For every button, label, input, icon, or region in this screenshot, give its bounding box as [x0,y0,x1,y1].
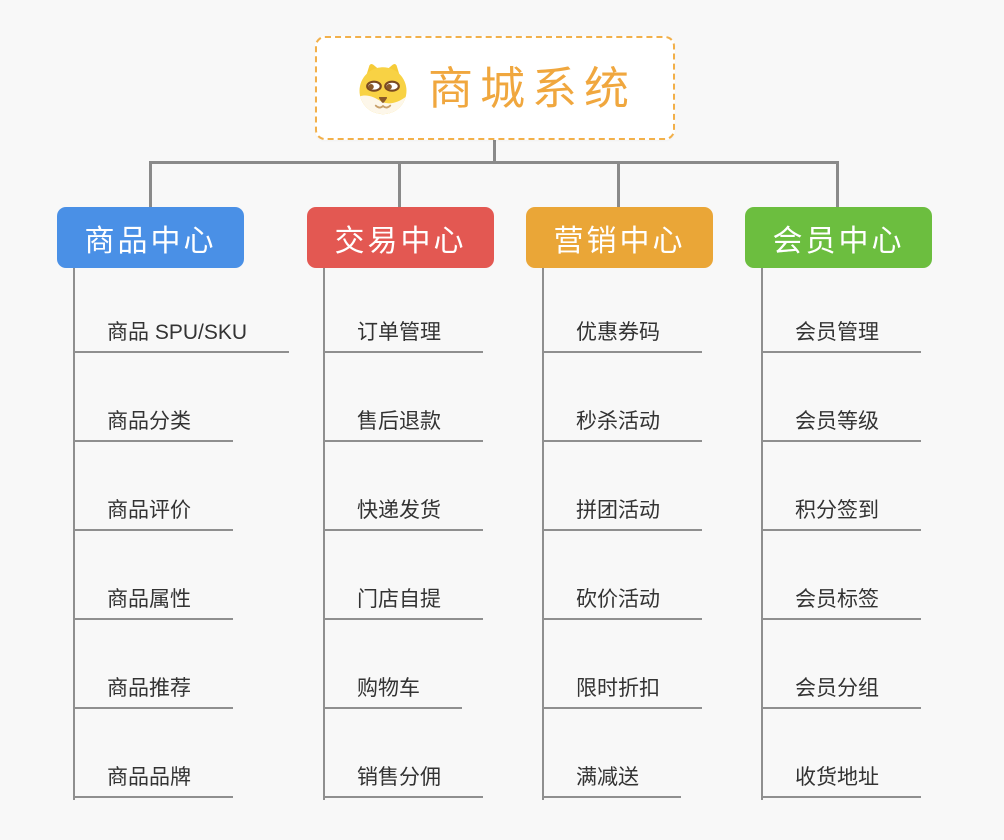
connector-drop-trade [398,161,401,208]
branch-label: 交易中心 [334,224,467,258]
branch-label: 商品中心 [84,224,217,258]
child-node[interactable]: 商品属性 [73,531,303,620]
shiba-dog-icon [354,60,412,116]
child-node[interactable]: 优惠券码 [542,264,772,353]
child-connector-line [542,268,544,800]
child-label: 售后退款 [323,409,483,442]
child-connector-line [761,268,763,800]
child-label: 会员标签 [761,587,921,620]
child-node[interactable]: 商品推荐 [73,620,303,709]
child-node[interactable]: 快递发货 [323,442,553,531]
child-label: 秒杀活动 [542,409,702,442]
child-label: 积分签到 [761,498,921,531]
branch-node-member-center[interactable]: 会员中心 [745,207,932,268]
child-label: 会员分组 [761,676,921,709]
child-label: 商品品牌 [73,765,233,798]
child-node[interactable]: 销售分佣 [323,709,553,798]
child-connector-line [323,268,325,800]
child-label: 购物车 [323,676,462,709]
child-label: 拼团活动 [542,498,702,531]
child-node[interactable]: 会员分组 [761,620,991,709]
child-node[interactable]: 积分签到 [761,442,991,531]
child-node[interactable]: 订单管理 [323,264,553,353]
root-node[interactable]: 商城系统 [315,36,675,140]
child-node[interactable]: 门店自提 [323,531,553,620]
connector-drop-product [149,161,152,208]
child-node[interactable]: 售后退款 [323,353,553,442]
child-label: 商品 SPU/SKU [73,320,290,353]
child-node[interactable]: 购物车 [323,620,553,709]
child-node[interactable]: 会员等级 [761,353,991,442]
child-label: 砍价活动 [542,587,702,620]
branch-node-trade-center[interactable]: 交易中心 [307,207,494,268]
child-node[interactable]: 商品 SPU/SKU [73,264,303,353]
connector-drop-marketing [617,161,620,208]
child-connector-line [73,268,75,800]
child-label: 商品属性 [73,587,233,620]
connector-bus [149,161,839,164]
branch-node-product-center[interactable]: 商品中心 [57,207,244,268]
children-column-member: 会员管理 会员等级 积分签到 会员标签 会员分组 收货地址 [761,264,991,800]
child-label: 门店自提 [323,587,483,620]
child-label: 商品推荐 [73,676,233,709]
children-column-trade: 订单管理 售后退款 快递发货 门店自提 购物车 销售分佣 [323,264,553,800]
root-title: 商城系统 [427,62,636,114]
child-node[interactable]: 限时折扣 [542,620,772,709]
child-label: 限时折扣 [542,676,702,709]
child-node[interactable]: 满减送 [542,709,772,798]
child-label: 销售分佣 [323,765,483,798]
child-node[interactable]: 会员标签 [761,531,991,620]
child-label: 会员等级 [761,409,921,442]
child-node[interactable]: 收货地址 [761,709,991,798]
child-node[interactable]: 商品评价 [73,442,303,531]
child-label: 订单管理 [323,320,483,353]
children-column-marketing: 优惠券码 秒杀活动 拼团活动 砍价活动 限时折扣 满减送 [542,264,772,800]
child-label: 商品分类 [73,409,233,442]
child-node[interactable]: 拼团活动 [542,442,772,531]
child-label: 满减送 [542,765,681,798]
branch-label: 会员中心 [772,224,905,258]
child-label: 优惠券码 [542,320,702,353]
children-column-product: 商品 SPU/SKU 商品分类 商品评价 商品属性 商品推荐 商品品牌 [73,264,303,800]
child-label: 快递发货 [323,498,483,531]
child-label: 会员管理 [761,320,921,353]
child-label: 收货地址 [761,765,921,798]
child-node[interactable]: 秒杀活动 [542,353,772,442]
child-node[interactable]: 商品品牌 [73,709,303,798]
child-label: 商品评价 [73,498,233,531]
child-node[interactable]: 会员管理 [761,264,991,353]
connector-drop-member [836,161,839,208]
branch-label: 营销中心 [553,224,686,258]
branch-node-marketing-center[interactable]: 营销中心 [526,207,713,268]
connector-root-drop [493,138,496,163]
child-node[interactable]: 砍价活动 [542,531,772,620]
child-node[interactable]: 商品分类 [73,353,303,442]
